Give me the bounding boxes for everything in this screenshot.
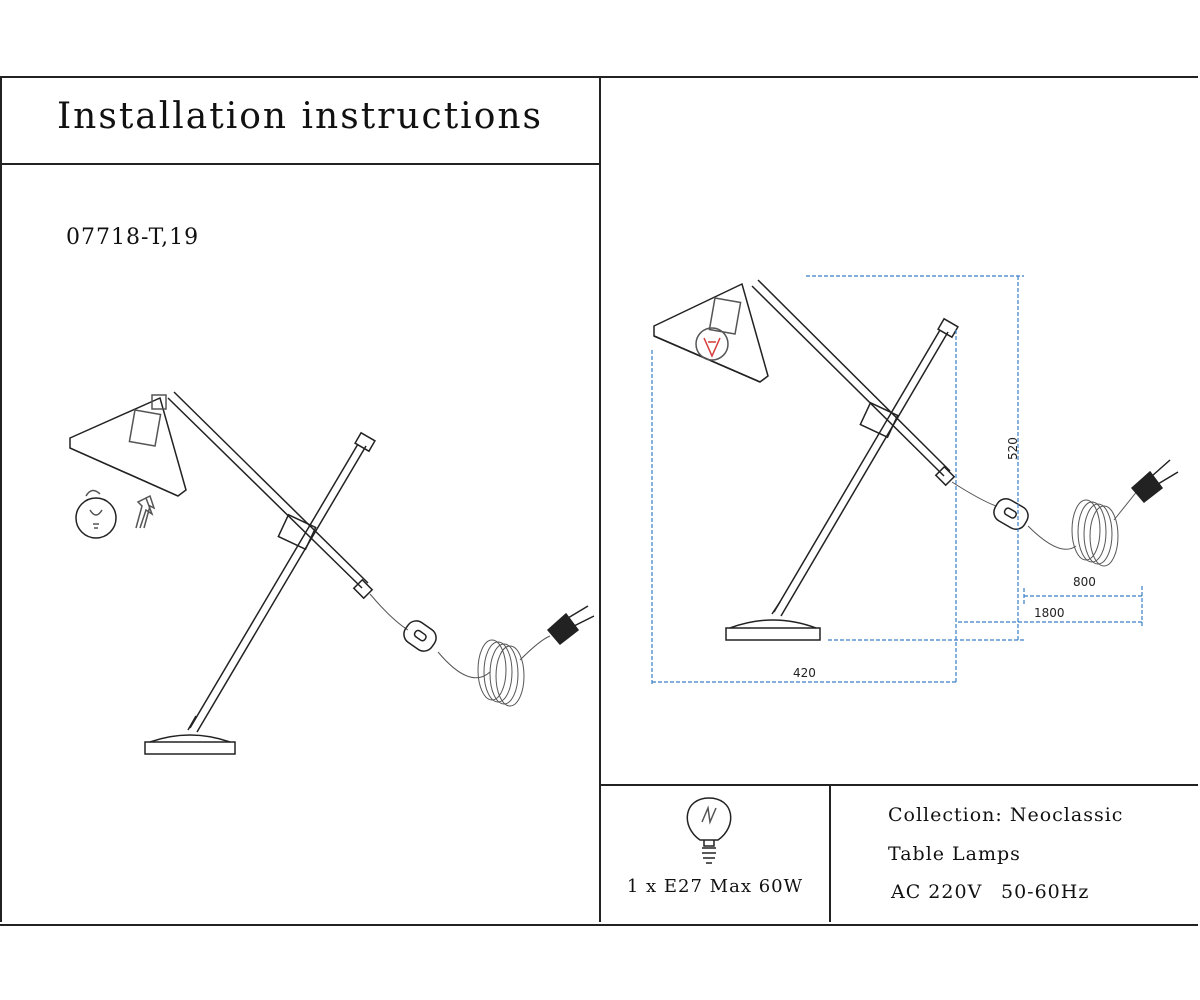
spec-divider — [600, 784, 1198, 786]
model-number: 07718-T,19 — [66, 225, 200, 250]
height-dimension: 520 — [1006, 437, 1020, 460]
collection-label: Collection: Neoclassic — [888, 804, 1124, 826]
frequency-label: 50-60Hz — [1001, 881, 1090, 903]
spec-column-divider — [829, 785, 831, 922]
dimension-lines — [651, 275, 1143, 684]
width-dimension: 420 — [793, 666, 816, 680]
center-divider — [599, 76, 601, 922]
cord-total-dimension: 1800 — [1034, 606, 1065, 620]
title-divider — [0, 163, 600, 165]
bulb-icon — [686, 797, 732, 864]
lamp-type-label: Table Lamps — [888, 843, 1021, 865]
lamp-assembly-drawing — [69, 391, 595, 755]
plug-icon — [546, 605, 595, 646]
lamp-dimension-drawing — [653, 279, 1179, 641]
bulb-spec: 1 x E27 Max 60W — [626, 876, 804, 897]
left-border — [0, 76, 2, 922]
voltage-label: AC 220V — [891, 881, 983, 903]
page-title: Installation instructions — [56, 96, 544, 137]
install-arrow-icon — [135, 494, 156, 529]
cord-switch-dimension: 800 — [1073, 575, 1096, 589]
